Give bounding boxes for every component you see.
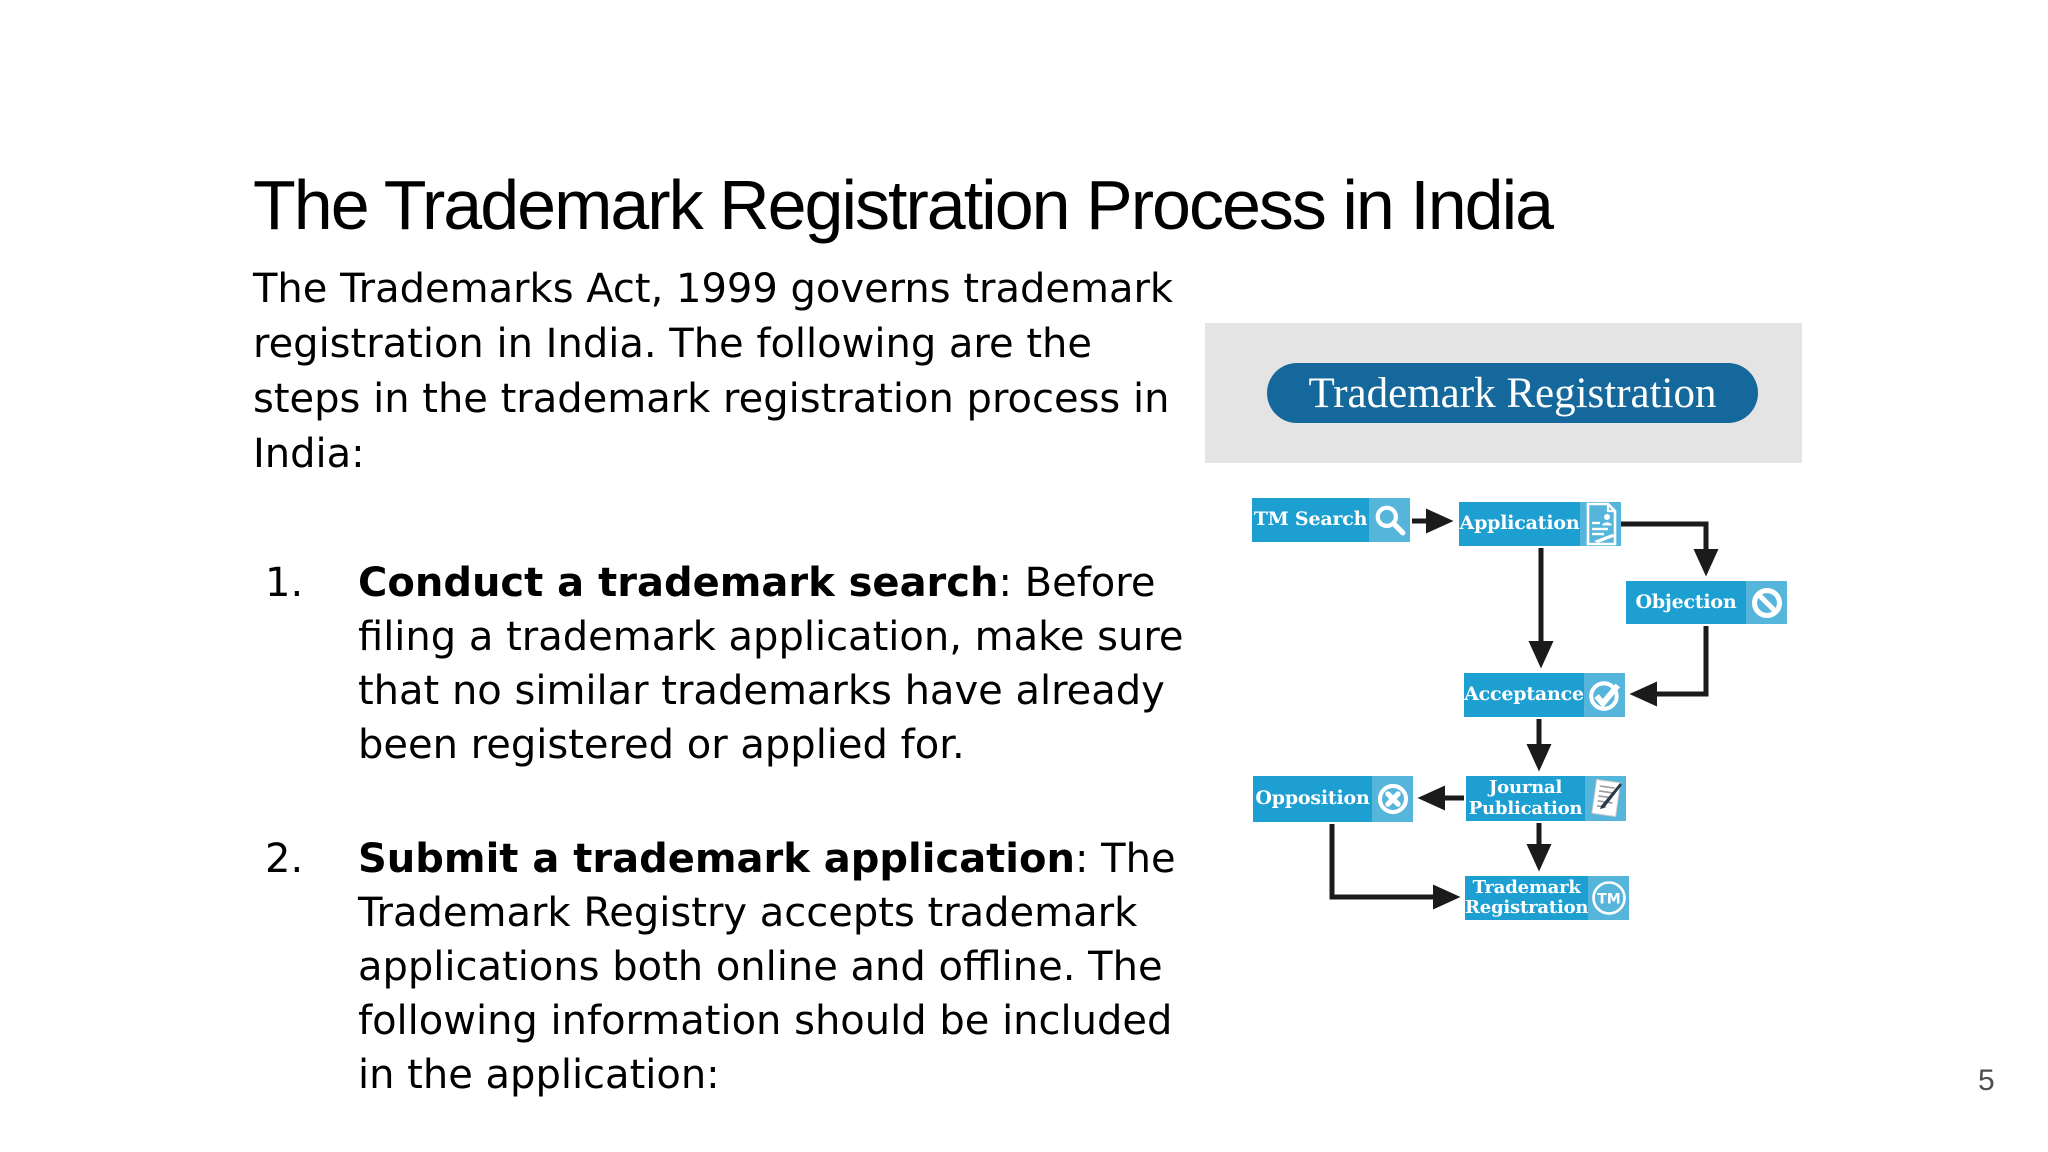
tm-circle-icon: TM bbox=[1588, 876, 1630, 920]
flow-node-label: TM Search bbox=[1253, 508, 1368, 531]
search-icon bbox=[1369, 498, 1410, 542]
paper-pen-icon bbox=[1585, 776, 1626, 821]
list-item-rest: : The Trademark Registry accepts tradema… bbox=[358, 836, 1176, 1098]
list-item-text: Conduct a trademark search: Before filin… bbox=[358, 556, 1415, 772]
list-item-lead: Submit a trademark application bbox=[358, 836, 1075, 882]
intro-paragraph: The Trademarks Act, 1999 governs tradema… bbox=[253, 266, 1174, 477]
flow-node-label: Journal Publication bbox=[1468, 777, 1583, 819]
page-title: The Trademark Registration Process in In… bbox=[253, 165, 1554, 244]
list-item-text: Submit a trademark application: The Trad… bbox=[358, 832, 1415, 1102]
banner-pill: Trademark Registration bbox=[1267, 363, 1758, 423]
flow-node-label: Opposition bbox=[1255, 787, 1370, 810]
flow-node-acceptance: Acceptance bbox=[1464, 673, 1625, 717]
page-number: 5 bbox=[1978, 1064, 1995, 1097]
check-circle-icon bbox=[1584, 673, 1625, 717]
flow-node-trademark-registration: Trademark Registration TM bbox=[1465, 876, 1630, 920]
list-number: 2. bbox=[265, 836, 304, 882]
flow-node-label: Objection bbox=[1635, 590, 1737, 613]
arrow-objection-to-acceptance bbox=[1629, 626, 1709, 707]
flow-node-objection: Objection bbox=[1626, 581, 1787, 624]
tm-icon-text: TM bbox=[1597, 892, 1620, 908]
arrow-application-to-objection bbox=[1621, 521, 1719, 577]
application-document-icon bbox=[1580, 502, 1621, 546]
diagram-banner: Trademark Registration bbox=[1205, 323, 1802, 463]
prohibition-icon bbox=[1746, 581, 1787, 624]
list-number: 1. bbox=[265, 560, 304, 606]
flow-node-label: Trademark Registration bbox=[1465, 876, 1589, 918]
list-item-lead: Conduct a trademark search bbox=[358, 560, 999, 606]
flow-node-tm-search: TM Search bbox=[1252, 498, 1410, 542]
list-item: 2. Submit a trademark application: The T… bbox=[265, 832, 1415, 1102]
flow-node-label: Acceptance bbox=[1464, 683, 1584, 706]
flow-node-opposition: Opposition bbox=[1253, 776, 1413, 822]
flow-node-label: Application bbox=[1459, 512, 1580, 535]
cross-circle-icon bbox=[1372, 776, 1413, 822]
list-item: 1. Conduct a trademark search: Before fi… bbox=[265, 556, 1415, 772]
list-item-rest: : Before filing a trademark application,… bbox=[358, 560, 1184, 768]
flow-node-application: Application bbox=[1459, 502, 1621, 546]
flow-node-journal-publication: Journal Publication bbox=[1466, 776, 1626, 821]
